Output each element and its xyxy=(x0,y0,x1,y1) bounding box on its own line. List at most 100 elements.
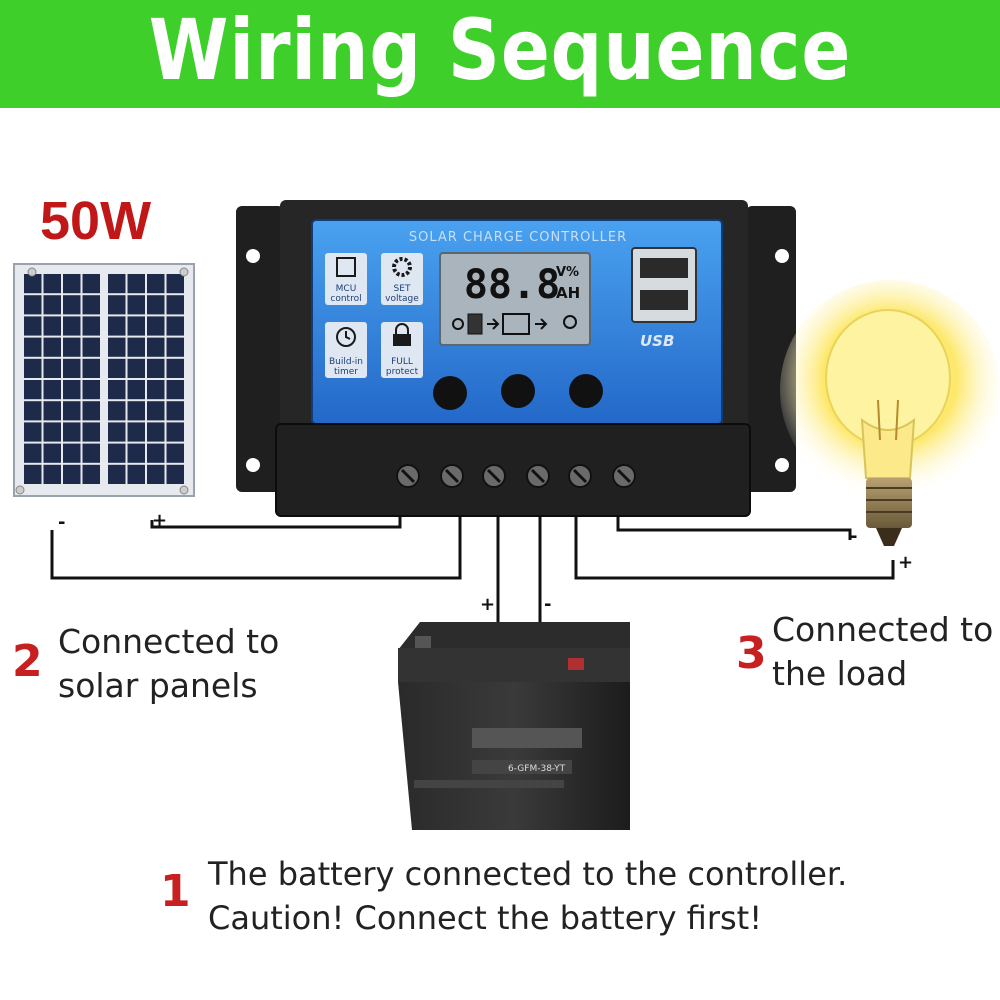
solar-cell xyxy=(82,358,100,378)
solar-cell xyxy=(43,295,61,315)
step-3-caption: Connected to the load xyxy=(772,608,993,696)
arrow-right-icon xyxy=(535,318,548,330)
solar-cell xyxy=(24,422,42,442)
solar-cell xyxy=(24,401,42,421)
solar-cell xyxy=(63,295,81,315)
solar-cell xyxy=(127,274,145,294)
solar-cell xyxy=(63,316,81,336)
controller-button-up xyxy=(501,374,535,408)
panel-power-label: 50W xyxy=(40,191,152,251)
solar-cell xyxy=(24,443,42,463)
solar-cell xyxy=(24,464,42,484)
load-plus-label: + xyxy=(898,552,914,573)
load-minus-label: - xyxy=(850,526,858,547)
feature-icon-set xyxy=(381,253,423,305)
panel-plus-label: + xyxy=(152,510,168,531)
solar-cell xyxy=(166,316,184,336)
solar-cell xyxy=(24,380,42,400)
solar-cell xyxy=(166,358,184,378)
light-bulb xyxy=(780,280,1000,546)
feature-icon-protect xyxy=(381,322,423,378)
solar-cell xyxy=(127,380,145,400)
solar-cell xyxy=(63,380,81,400)
page-title: Wiring Sequence xyxy=(148,1,852,99)
lock-icon xyxy=(395,323,409,334)
step-2-caption: Connected to solar panels xyxy=(58,620,279,708)
clock-icon xyxy=(336,327,356,347)
gear-icon xyxy=(392,257,412,277)
bulb-mini-icon xyxy=(563,315,577,329)
solar-cell xyxy=(147,358,165,378)
solar-cell xyxy=(166,443,184,463)
solar-cell xyxy=(108,443,126,463)
solar-cell xyxy=(43,401,61,421)
lcd-flow-icons xyxy=(452,313,577,335)
step-1-caption: The battery connected to the controller.… xyxy=(208,852,847,940)
terminal-slot xyxy=(400,468,416,484)
wire-load-plus xyxy=(574,515,895,580)
solar-cell xyxy=(127,401,145,421)
solar-cell xyxy=(166,464,184,484)
solar-cell xyxy=(63,337,81,357)
solar-cell xyxy=(127,295,145,315)
step-2-line-2: solar panels xyxy=(58,666,258,705)
solar-cell xyxy=(127,316,145,336)
battery-model: 6-GFM-38-YT xyxy=(508,764,566,774)
solar-cell xyxy=(43,316,61,336)
step-3-line-2: the load xyxy=(772,654,908,693)
wire-panel-minus xyxy=(50,515,462,580)
sun-icon xyxy=(452,318,464,330)
solar-cell xyxy=(63,422,81,442)
solar-cell xyxy=(108,316,126,336)
solar-cell xyxy=(147,316,165,336)
solar-cell xyxy=(127,337,145,357)
solar-cell xyxy=(147,422,165,442)
solar-cell xyxy=(166,295,184,315)
solar-cell xyxy=(63,443,81,463)
solar-cell xyxy=(147,337,165,357)
solar-cell xyxy=(24,316,42,336)
solar-cell xyxy=(24,295,42,315)
battery-mini-icon xyxy=(502,313,530,335)
solar-cell xyxy=(24,358,42,378)
solar-cell xyxy=(108,295,126,315)
wires xyxy=(50,515,895,628)
solar-cell xyxy=(166,422,184,442)
solar-cell xyxy=(166,274,184,294)
step-2-number: 2 xyxy=(12,636,43,687)
battery-plus-label: + xyxy=(480,594,496,615)
step-2-line-1: Connected to xyxy=(58,622,280,661)
solar-cell xyxy=(147,443,165,463)
terminal-slot xyxy=(572,468,588,484)
solar-cell xyxy=(43,464,61,484)
feature-timer-line2: timer xyxy=(334,367,358,377)
battery-minus-label: - xyxy=(544,594,552,615)
solar-cell xyxy=(108,337,126,357)
feature-protect-line2: protect xyxy=(386,367,419,377)
solar-cell xyxy=(82,295,100,315)
solar-cell xyxy=(82,443,100,463)
step-3-number: 3 xyxy=(736,628,767,679)
solar-cell xyxy=(127,422,145,442)
solar-cell xyxy=(108,380,126,400)
usb-label: USB xyxy=(640,332,674,350)
title-banner: Wiring Sequence xyxy=(0,0,1000,108)
feature-mcu-line2: control xyxy=(330,294,361,304)
solar-cell xyxy=(43,337,61,357)
controller-button-down xyxy=(569,374,603,408)
solar-cell xyxy=(166,401,184,421)
solar-cell xyxy=(166,337,184,357)
solar-cell xyxy=(63,464,81,484)
controller-unit-top: V% xyxy=(556,265,579,280)
solar-cell xyxy=(43,380,61,400)
solar-cell xyxy=(108,274,126,294)
wire-load-minus xyxy=(616,515,852,540)
solar-cell xyxy=(82,274,100,294)
solar-cell xyxy=(166,380,184,400)
feature-set-line2: voltage xyxy=(385,294,419,304)
controller-unit-bottom: AH xyxy=(556,284,580,302)
feature-protect-line1: FULL xyxy=(391,357,413,367)
solar-cell xyxy=(147,295,165,315)
solar-cell xyxy=(147,274,165,294)
